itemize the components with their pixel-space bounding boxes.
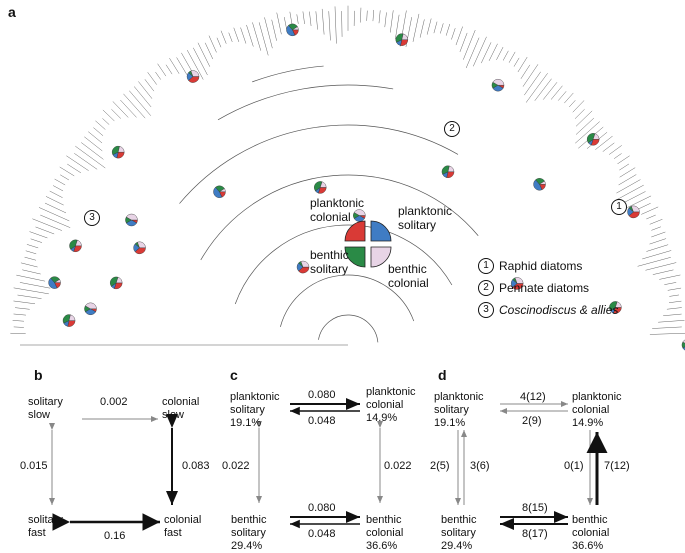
c-rate-top-fwd: 0.080 [308, 389, 336, 401]
c-planktonic-solitary: planktonic solitary 19.1% [230, 391, 280, 429]
node-pie [69, 239, 82, 253]
node-pie [511, 277, 524, 290]
clade-marker-3: 3 [84, 210, 100, 226]
node-pie [681, 339, 685, 351]
panel-d-label: d [438, 367, 447, 383]
node-pie [314, 181, 327, 194]
node-pie [62, 314, 76, 327]
node-pie [84, 302, 97, 315]
panel-a-label: a [8, 4, 16, 20]
node-pie [186, 70, 200, 83]
b-rate-top: 0.002 [100, 396, 128, 408]
d-benthic-colonial: benthic colonial 36.6% [572, 514, 610, 552]
clade-key: 1 Raphid diatoms 2 Pennate diatoms 3 Cos… [478, 258, 618, 318]
c-benthic-solitary: benthic solitary 29.4% [231, 514, 267, 552]
c-benthic-colonial: benthic colonial 36.6% [366, 514, 404, 552]
key-planktonic-colonial: planktonic colonial [310, 196, 365, 224]
c-rate-bot-fwd: 0.080 [308, 502, 336, 514]
d-count-right-a: 0(1) [564, 460, 584, 472]
node-pie [286, 23, 299, 37]
c-rate-right: 0.022 [384, 460, 412, 472]
d-count-bot-fwd: 8(15) [522, 502, 548, 514]
clade-marker-1: 1 [611, 199, 627, 215]
d-planktonic-colonial: planktonic colonial 14.9% [572, 391, 622, 429]
b-rate-bottom: 0.16 [104, 530, 126, 542]
d-count-left-a: 2(5) [430, 460, 450, 472]
b-solitary-slow: solitary slow [28, 396, 63, 421]
node-pie [586, 133, 600, 146]
c-rate-top-back: 0.048 [308, 415, 336, 427]
node-pie [125, 213, 138, 227]
clade-label-1: Raphid diatoms [499, 259, 583, 273]
key-benthic-solitary: benthic solitary [310, 248, 349, 276]
c-rate-left: 0.022 [222, 460, 250, 472]
node-pie [395, 33, 409, 46]
key-benthic-colonial: benthic colonial [388, 262, 429, 290]
panel-c-label: c [230, 367, 238, 383]
clade-label-2: Pennate diatoms [499, 281, 590, 295]
b-rate-right: 0.083 [182, 460, 210, 472]
node-pie [213, 185, 226, 198]
clade-key-row-2: 2 Pennate diatoms [478, 280, 618, 296]
b-rate-left: 0.015 [20, 460, 48, 472]
d-count-top-fwd: 4(12) [520, 391, 546, 403]
d-count-left-b: 3(6) [470, 460, 490, 472]
c-planktonic-colonial: planktonic colonial 14.9% [366, 386, 416, 424]
b-solitary-fast: solitary fast [28, 514, 63, 539]
node-pie [112, 145, 125, 159]
node-pie [627, 205, 640, 219]
clade-key-row-3: 3 Coscinodiscus & allies [478, 302, 618, 318]
node-pie [441, 165, 455, 178]
node-pie [609, 301, 622, 314]
node-pie [133, 241, 146, 254]
node-pie [109, 276, 123, 290]
key-planktonic-solitary: planktonic solitary [398, 204, 453, 232]
clade-number-2: 2 [478, 280, 494, 296]
b-colonial-fast: colonial fast [164, 514, 202, 539]
clade-key-row-1: 1 Raphid diatoms [478, 258, 618, 274]
b-colonial-slow: colonial slow [162, 396, 200, 421]
node-pie [533, 178, 546, 191]
node-pie [353, 209, 366, 222]
c-rate-bot-back: 0.048 [308, 528, 336, 540]
d-count-top-back: 2(9) [522, 415, 542, 427]
clade-marker-2: 2 [444, 121, 460, 137]
clade-number-1: 1 [478, 258, 494, 274]
panel-b-label: b [34, 367, 43, 383]
node-pie [491, 79, 505, 92]
d-benthic-solitary: benthic solitary 29.4% [441, 514, 477, 552]
d-count-bot-back: 8(17) [522, 528, 548, 540]
node-pie [48, 276, 61, 289]
clade-number-3: 3 [478, 302, 494, 318]
d-planktonic-solitary: planktonic solitary 19.1% [434, 391, 484, 429]
d-count-right-b: 7(12) [604, 460, 630, 472]
clade-label-3: Coscinodiscus & allies [499, 303, 619, 317]
node-pie [296, 260, 310, 274]
